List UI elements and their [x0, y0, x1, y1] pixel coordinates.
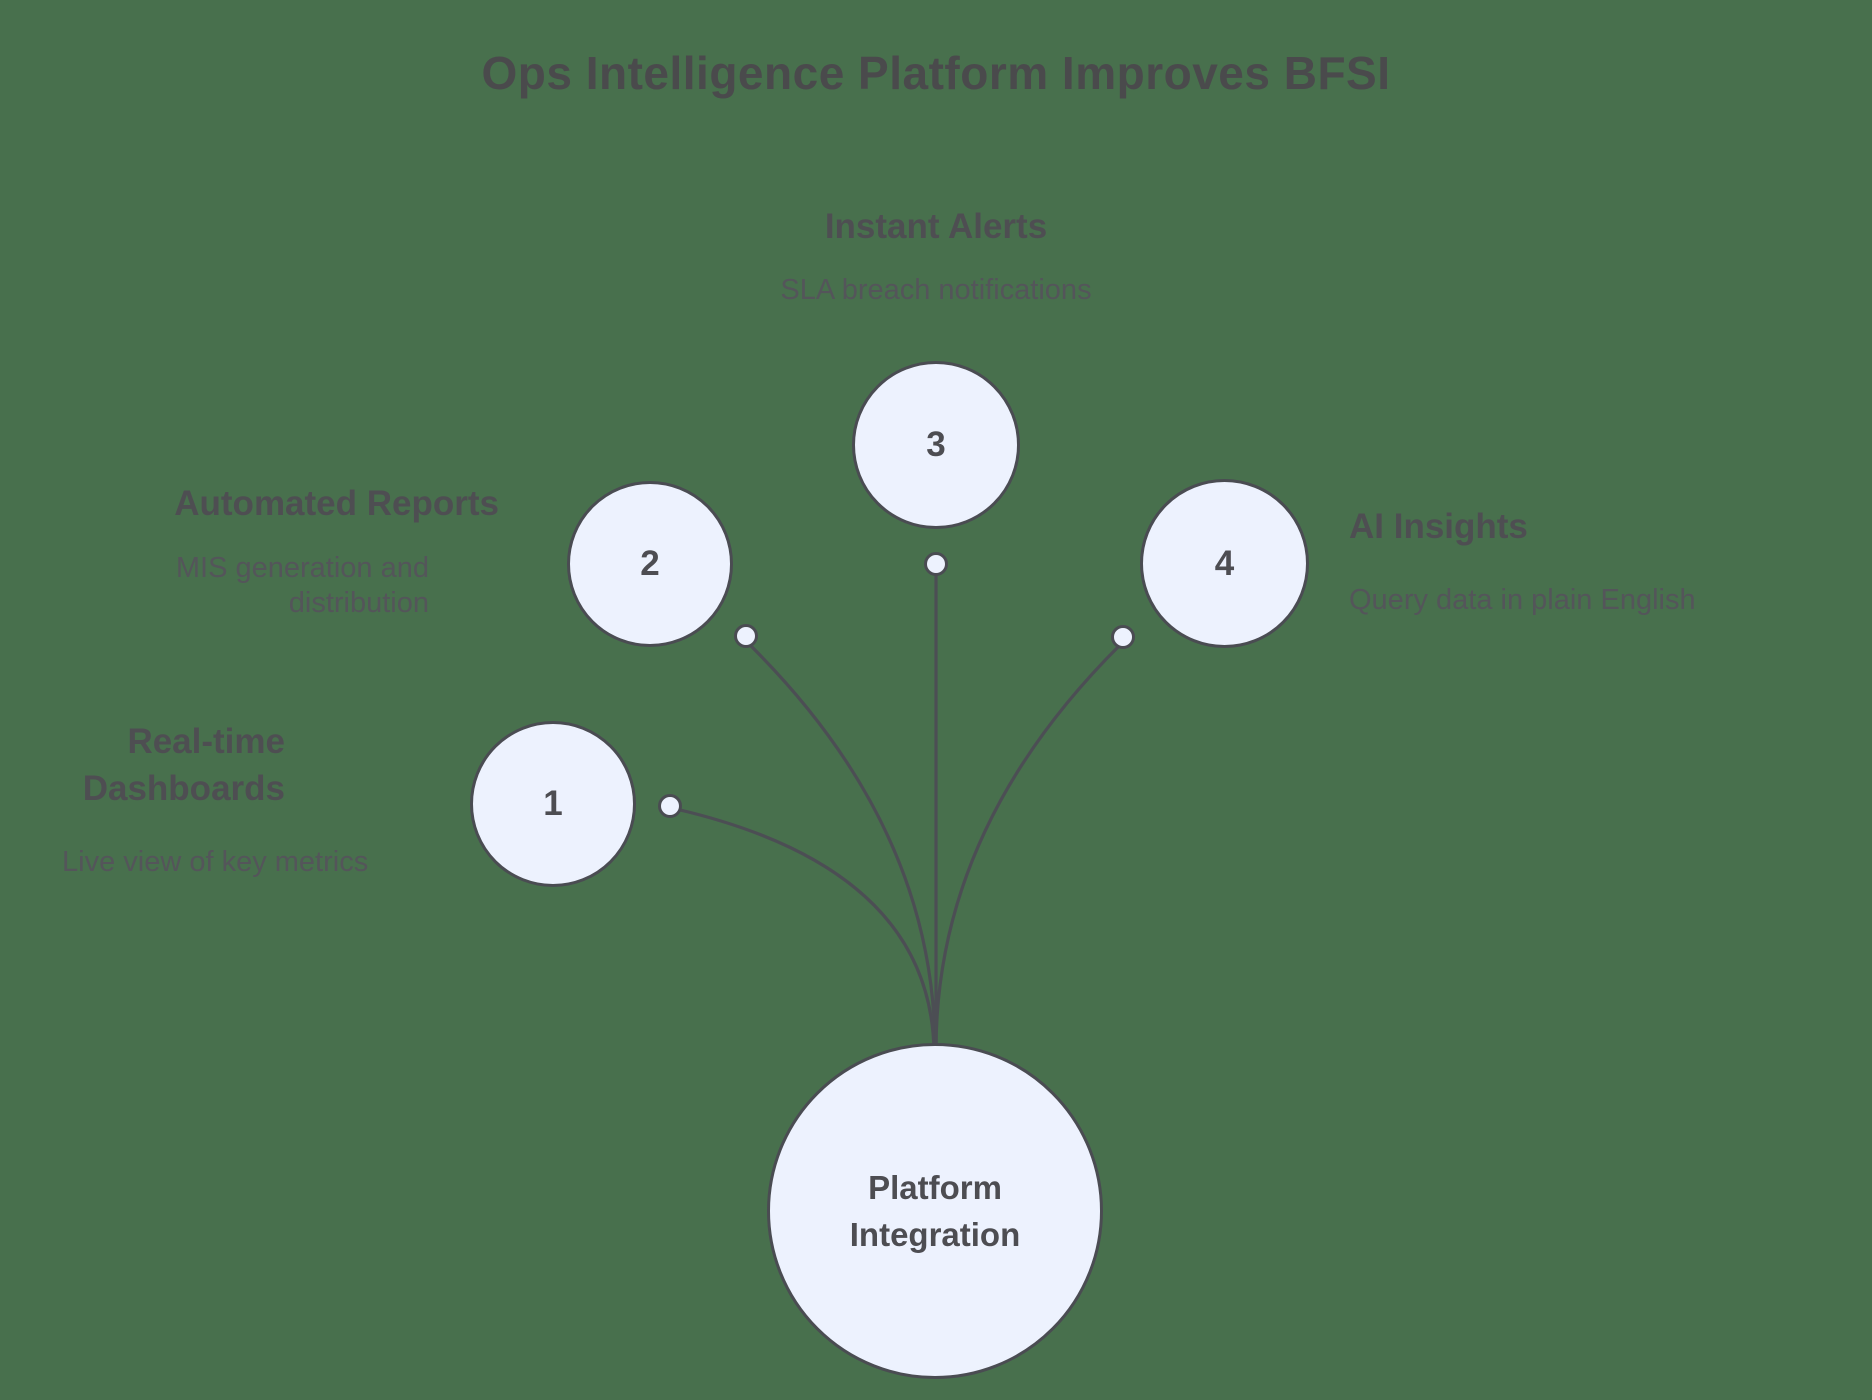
- feature-node-1: 1: [470, 721, 636, 887]
- connector-dot-3: [924, 552, 948, 576]
- feature-number-4: 4: [1214, 543, 1235, 583]
- feature-3-title: Instant Alerts: [824, 207, 1048, 246]
- feature-number-1: 1: [543, 784, 563, 823]
- center-node-label: Platform Integration: [849, 1169, 1021, 1253]
- feature-number-3: 3: [926, 425, 946, 464]
- feature-2-title: Automated Reports: [174, 484, 499, 523]
- feature-1-description: Live view of key metrics: [62, 846, 369, 878]
- connector-dot-2: [734, 624, 758, 648]
- feature-number-2: 2: [640, 544, 660, 583]
- connector-dot-1: [658, 794, 682, 818]
- feature-4-description: Query data in plain English: [1349, 584, 1696, 616]
- diagram-title: Ops Intelligence Platform Improves BFSI: [481, 47, 1391, 99]
- feature-3-description: SLA breach notifications: [780, 274, 1092, 306]
- feature-1-title: Real-time Dashboards: [82, 722, 285, 808]
- connector-dot-4: [1111, 625, 1135, 649]
- feature-node-3: 3: [852, 361, 1020, 529]
- feature-2-description: MIS generation and distribution: [175, 552, 429, 619]
- feature-node-2: 2: [567, 481, 733, 647]
- center-node: Platform Integration: [767, 1043, 1103, 1379]
- connector-feature-1: [674, 807, 936, 1052]
- feature-4-title: AI Insights: [1349, 507, 1528, 546]
- feature-node-4: 4: [1140, 479, 1309, 648]
- connector-feature-2: [747, 642, 937, 1052]
- connector-feature-4: [934, 643, 1122, 1052]
